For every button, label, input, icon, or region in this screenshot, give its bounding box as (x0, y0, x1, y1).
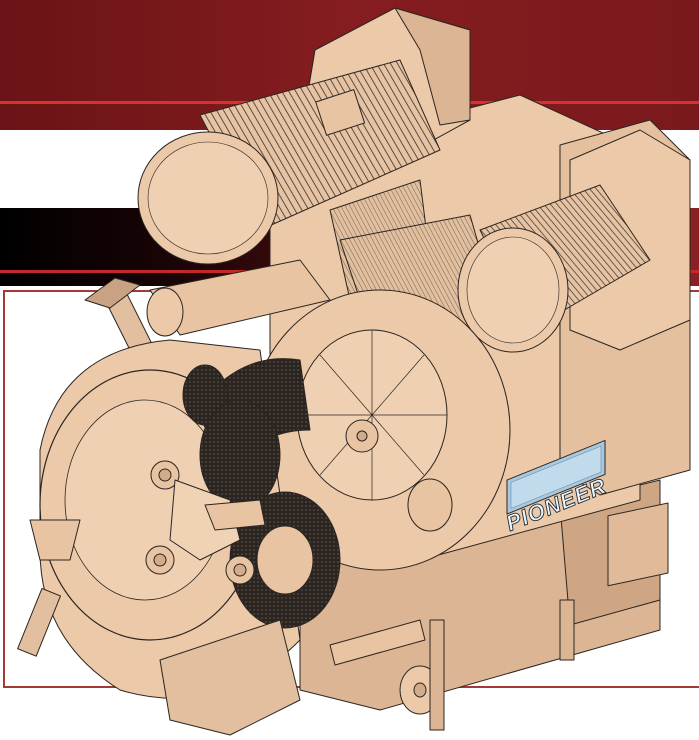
control-box (607, 502, 669, 587)
support-leg-front (429, 619, 445, 731)
top-motor-junction-box (315, 89, 366, 136)
feed-conveyor-end (146, 287, 184, 337)
discharge-chute (159, 619, 301, 736)
lower-roller-hub (256, 525, 314, 595)
support-bracket (29, 519, 81, 561)
feeder-handwheel (84, 277, 141, 309)
upper-roller-face (182, 364, 228, 426)
support-leg-right (559, 599, 575, 661)
top-motor-guard-side (394, 7, 471, 126)
roller-assembly (145, 460, 266, 585)
right-motor-endcap-rim (466, 236, 560, 344)
brand-nameplate (506, 439, 606, 515)
top-motor-endcap-rim (147, 141, 269, 255)
drive-coupling (407, 478, 453, 532)
die-spokes (297, 330, 447, 500)
front-shaft (329, 619, 426, 666)
hydraulic-cylinder (17, 587, 62, 657)
